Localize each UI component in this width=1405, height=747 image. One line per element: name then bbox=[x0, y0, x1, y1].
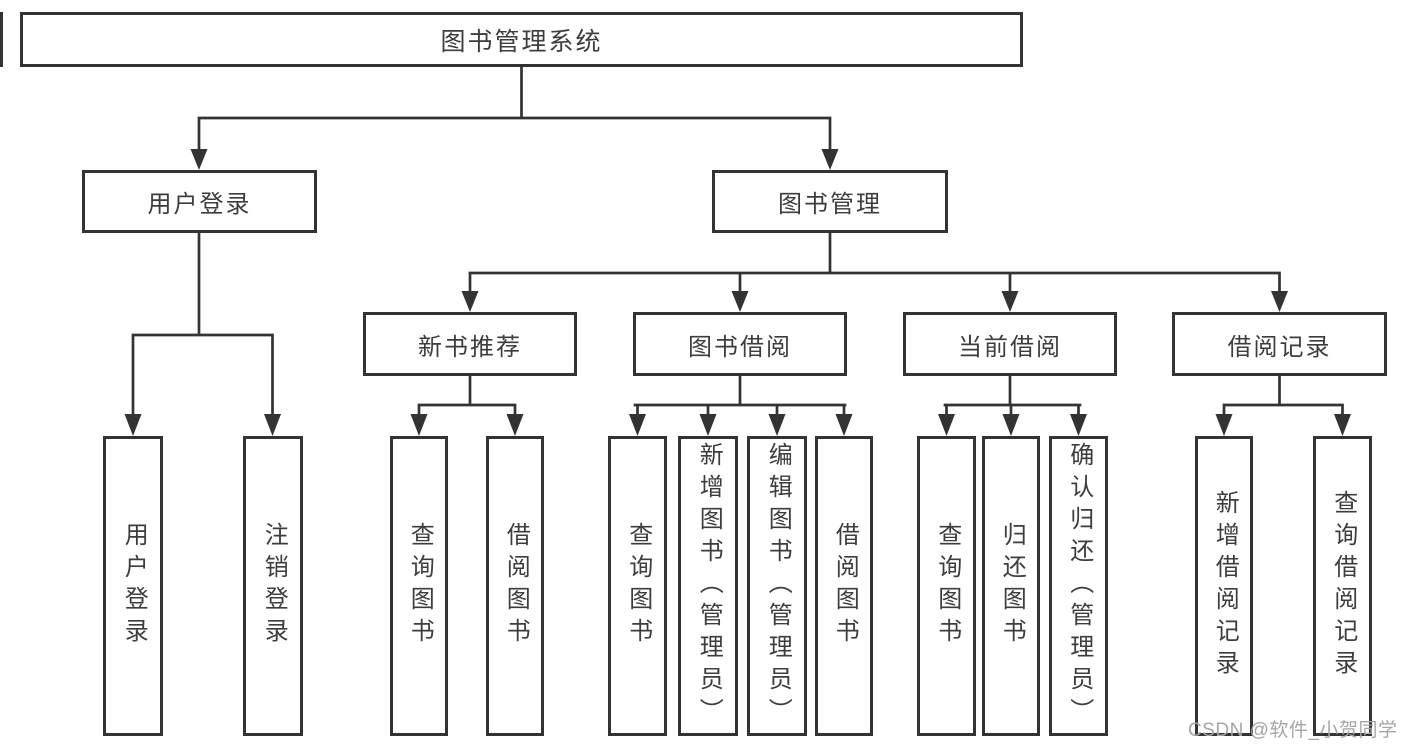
leaf-label: 借阅图书 bbox=[831, 522, 859, 650]
watermark: CSDN @软件_小贺同学 bbox=[1188, 720, 1398, 741]
leaf-label: 编辑图书（管理员） bbox=[764, 442, 792, 730]
left-edge-artifact bbox=[0, 12, 3, 67]
leaf-user-login: 用户登录 bbox=[103, 436, 163, 736]
leaf-label: 查询图书 bbox=[624, 522, 652, 650]
leaf-label: 新增借阅记录 bbox=[1211, 490, 1239, 682]
node-label: 当前借阅 bbox=[958, 333, 1062, 361]
node-library-management-system: 图书管理系统 bbox=[20, 12, 1023, 67]
leaf-label: 用户登录 bbox=[120, 522, 148, 650]
leaf-bb-borrow-books: 借阅图书 bbox=[815, 436, 873, 736]
node-label: 新书推荐 bbox=[418, 333, 522, 361]
leaf-cb-return-books: 归还图书 bbox=[982, 436, 1040, 736]
leaf-label: 查询借阅记录 bbox=[1329, 490, 1357, 682]
node-borrowing-records: 借阅记录 bbox=[1172, 312, 1387, 376]
leaf-label: 归还图书 bbox=[998, 522, 1026, 650]
leaf-label: 借阅图书 bbox=[502, 522, 530, 650]
leaf-label: 查询图书 bbox=[406, 522, 434, 650]
leaf-nb-query-books: 查询图书 bbox=[390, 436, 448, 736]
leaf-bb-query-books: 查询图书 bbox=[608, 436, 667, 736]
leaf-label: 查询图书 bbox=[933, 522, 961, 650]
leaf-label: 新增图书（管理员） bbox=[695, 442, 723, 730]
node-current-borrowing: 当前借阅 bbox=[903, 312, 1117, 376]
leaf-bb-edit-books-admin: 编辑图书（管理员） bbox=[747, 436, 807, 736]
leaf-cb-query-books: 查询图书 bbox=[917, 436, 976, 736]
leaf-logout: 注销登录 bbox=[243, 436, 303, 736]
leaf-br-query-borrow-record: 查询借阅记录 bbox=[1313, 436, 1372, 736]
leaf-br-add-borrow-record: 新增借阅记录 bbox=[1195, 436, 1253, 736]
node-book-management: 图书管理 bbox=[712, 170, 948, 233]
leaf-label: 注销登录 bbox=[260, 522, 288, 650]
node-label: 用户登录 bbox=[147, 191, 252, 218]
leaf-cb-confirm-return-admin: 确认归还（管理员） bbox=[1049, 436, 1108, 736]
node-label: 图书借阅 bbox=[688, 333, 792, 361]
node-book-borrowing: 图书借阅 bbox=[633, 312, 847, 376]
node-label: 借阅记录 bbox=[1227, 333, 1332, 361]
node-user-login: 用户登录 bbox=[82, 170, 317, 233]
node-new-book-recommendation: 新书推荐 bbox=[363, 312, 577, 376]
node-label: 图书管理 bbox=[778, 191, 882, 218]
leaf-nb-borrow-books: 借阅图书 bbox=[486, 436, 544, 736]
leaf-bb-add-books-admin: 新增图书（管理员） bbox=[678, 436, 738, 736]
node-label: 图书管理系统 bbox=[440, 27, 603, 56]
leaf-label: 确认归还（管理员） bbox=[1065, 442, 1093, 730]
